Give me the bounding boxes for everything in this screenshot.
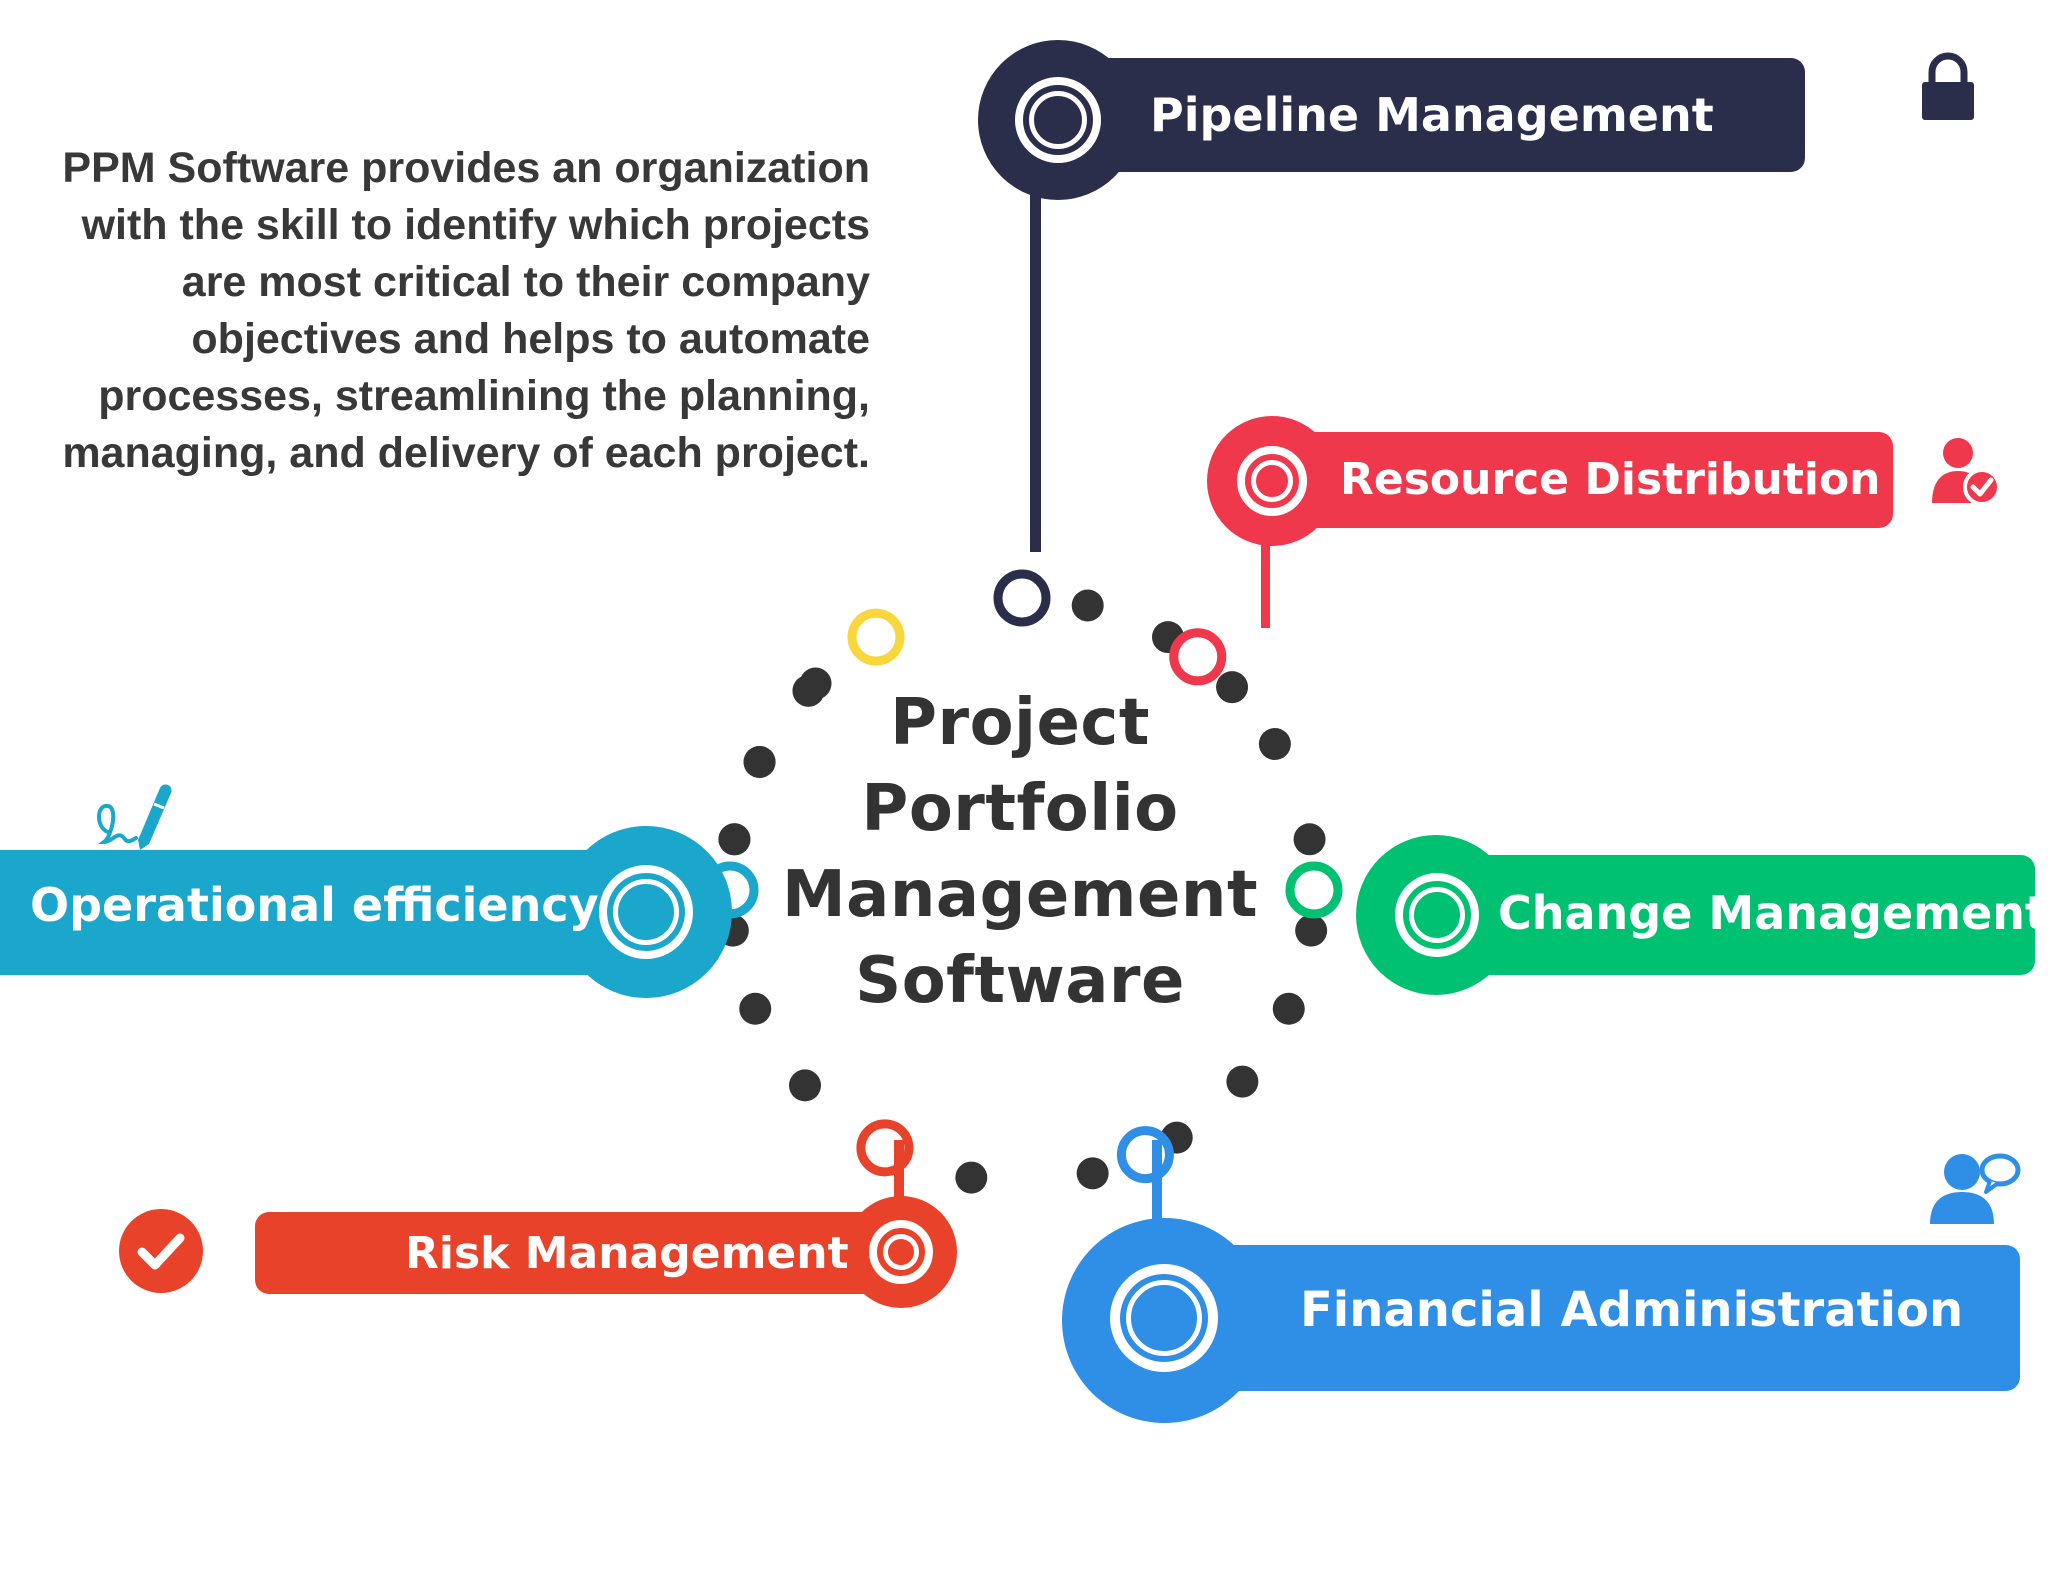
financial-administration-label: Financial Administration [1300, 1282, 1964, 1338]
resource-connector-line [1261, 520, 1270, 628]
resource-connector-ring [1169, 628, 1227, 686]
ring-dot [743, 745, 776, 778]
target-icon [1237, 446, 1307, 516]
ring-dot [1226, 1065, 1259, 1098]
user-chat-icon [1930, 1153, 2021, 1224]
change-management-bar [1415, 855, 2035, 975]
pipeline-management-bar [1040, 58, 1805, 172]
lock-icon [1922, 52, 1974, 120]
ring-dot [1216, 671, 1249, 704]
risk-management-bar [255, 1212, 925, 1294]
center-title-line: Software [855, 944, 1185, 1018]
risk-management-label: Risk Management [405, 1228, 849, 1279]
target-icon [599, 865, 693, 959]
ring-dot [718, 823, 751, 856]
user-check-icon [1932, 438, 2001, 506]
financial-administration-bar [1160, 1245, 2020, 1391]
resource-distribution-label: Resource Distribution [1340, 454, 1881, 505]
ring-dot [1258, 728, 1291, 760]
ring-dot [1295, 914, 1328, 947]
ring-dot [1076, 1157, 1109, 1190]
resource-distribution-bar [1265, 432, 1893, 528]
center-title-line: Management [781, 858, 1259, 932]
pipeline-connector-ring [993, 569, 1051, 627]
risk-connector-line [894, 1140, 904, 1220]
yellow-connector-ring [847, 608, 905, 666]
pipeline-connector-line [1030, 190, 1041, 552]
center-title-line: Portfolio [861, 772, 1179, 846]
pipeline-management-label: Pipeline Management [1150, 88, 1714, 142]
change-management-label: Change Management [1498, 886, 2048, 940]
financial-connector-line [1152, 1140, 1162, 1265]
target-icon [1015, 77, 1101, 163]
ring-dot [739, 992, 772, 1025]
target-icon [869, 1220, 933, 1284]
operational-efficiency-label: Operational efficiency [30, 878, 599, 932]
center-title-line: Project [890, 686, 1150, 760]
financial-connector-ring [1116, 1126, 1174, 1184]
center-title: Project Portfolio Management Software [760, 680, 1280, 1024]
check-circle-icon [119, 1209, 203, 1293]
target-icon [1110, 1264, 1218, 1372]
ring-dot [1293, 823, 1326, 856]
intro-paragraph: PPM Software provides an organization wi… [62, 144, 870, 477]
ring-dot [955, 1161, 988, 1194]
ring-dot [1071, 589, 1104, 622]
target-icon [1395, 873, 1479, 957]
ring-dot [789, 1069, 822, 1102]
ring-dot [1272, 992, 1305, 1025]
pen-signature-icon [97, 784, 172, 850]
ring-dot [799, 667, 832, 700]
change-connector-ring [1285, 861, 1343, 919]
